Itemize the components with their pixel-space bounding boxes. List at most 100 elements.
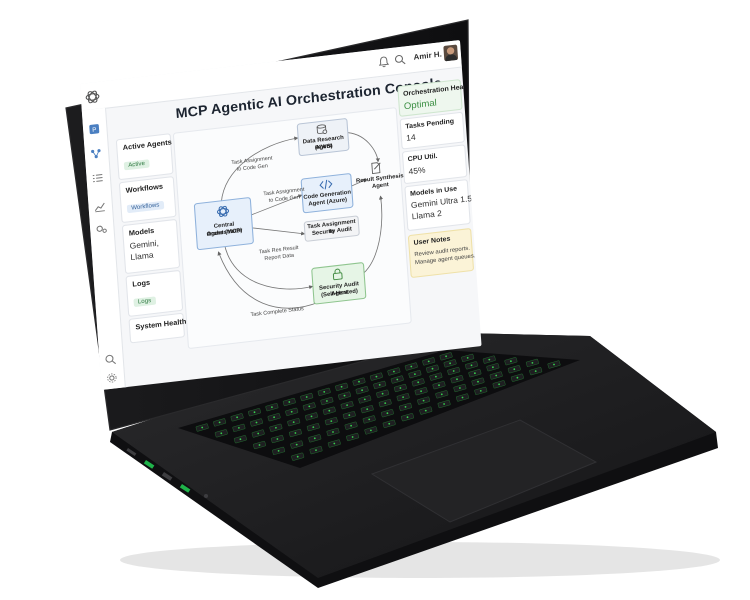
port-2 [161, 472, 173, 481]
key-backlight [363, 398, 366, 401]
node-central-orchestrator[interactable]: Central Orchestrator Agent (MCP) [193, 196, 255, 251]
health-value: Optimal [403, 97, 438, 112]
key-backlight [420, 390, 422, 393]
orchestration-diagram: Data Research Agent (KWS) Code Generatio… [172, 106, 412, 350]
list-icon[interactable] [92, 172, 104, 185]
card-label: Logs [132, 279, 151, 289]
key-backlight [440, 393, 443, 396]
database-icon [316, 124, 328, 135]
key-backlight [445, 355, 447, 358]
card-tasks-pending[interactable]: Tasks Pending 14 [399, 111, 466, 150]
key-backlight [312, 426, 315, 428]
workflow-icon[interactable] [90, 147, 102, 160]
key-backlight [326, 400, 328, 402]
key-backlight [474, 372, 476, 375]
badge-workflows: Workflows [126, 200, 164, 214]
key-backlight [370, 429, 372, 432]
key-backlight [238, 427, 240, 429]
badge-logs: Logs [133, 296, 156, 308]
trackpad [370, 419, 598, 523]
key-backlight [553, 363, 555, 366]
dashboard-icon[interactable]: P [88, 123, 100, 136]
card-active-agents[interactable]: Active Agents Active [115, 133, 174, 181]
port-1 [126, 448, 137, 456]
models-line-2: Llama [130, 250, 154, 263]
card-workflows[interactable]: Workflows Workflows [118, 175, 177, 224]
key-backlight [343, 394, 346, 397]
gear-icon[interactable] [106, 372, 118, 385]
status-badge-active: Active [123, 159, 150, 171]
key-backlight [346, 404, 348, 406]
openai-logo-icon [85, 90, 100, 104]
edge-orchestrator-data [220, 136, 299, 203]
card-logs[interactable]: Logs Logs [125, 269, 184, 317]
edge-audit-orchestrator [217, 251, 319, 309]
card-orchestration-health[interactable]: Orchestration Health Optimal [397, 79, 472, 117]
search-icon[interactable] [394, 54, 406, 67]
key-backlight [477, 380, 479, 383]
key-backlight [534, 370, 537, 372]
key-backlight [396, 378, 399, 381]
settings-cog-icon[interactable] [95, 223, 107, 236]
key-backlight [410, 365, 413, 368]
key-backlight [358, 380, 360, 383]
node-data-research-agent[interactable]: Data Research Agent (KWS) [296, 117, 350, 157]
audio-jack [204, 494, 208, 498]
port-usb-2 [179, 484, 191, 493]
key-backlight [459, 387, 461, 389]
key-backlight [402, 396, 404, 398]
node-code-generation-agent[interactable]: Code Generation Agent (Azure) [300, 172, 354, 214]
keyboard-keys [195, 352, 561, 461]
bell-icon[interactable] [378, 55, 390, 68]
card-label: Active Agents [122, 139, 173, 153]
key-backlight [257, 432, 260, 435]
key-backlight [239, 438, 242, 441]
key-backlight [332, 431, 334, 433]
key-backlight [273, 416, 275, 419]
search-icon[interactable] [104, 353, 117, 366]
user-name[interactable]: Amir H. [413, 49, 443, 62]
card-label: Workflows [125, 183, 164, 195]
key-backlight [470, 364, 473, 367]
avatar[interactable] [443, 44, 459, 62]
edge-data-synth [344, 132, 380, 163]
left-rail: P [81, 90, 126, 390]
key-backlight [296, 455, 299, 458]
code-icon [319, 179, 333, 190]
key-backlight [292, 421, 295, 423]
key-backlight [315, 449, 317, 451]
key-backlight [479, 390, 482, 392]
node-security-audit-agent[interactable]: Security Audit Agent (Self-Hosted) [311, 261, 367, 305]
key-backlight [406, 416, 409, 419]
openai-logo-icon [216, 205, 230, 217]
key-backlight [348, 414, 351, 416]
key-backlight [313, 437, 316, 440]
key-backlight [513, 368, 516, 371]
key-backlight [220, 432, 223, 435]
key-backlight [488, 358, 491, 361]
card-models-in-use[interactable]: Models in Use Gemini Ultra 1.5 Llama 2 [404, 178, 472, 232]
chart-icon[interactable] [94, 200, 106, 213]
edge-orchestrator-code [249, 194, 303, 216]
key-backlight [399, 387, 402, 389]
cpu-value: 45% [408, 165, 426, 177]
key-backlight [414, 373, 416, 375]
key-backlight [378, 384, 381, 386]
top-bar: Amir H. [79, 40, 462, 112]
key-backlight [443, 403, 445, 405]
card-models[interactable]: Models Gemini, Llama [121, 218, 181, 275]
key-backlight [438, 384, 440, 387]
key-backlight [351, 436, 354, 438]
card-system-health[interactable]: System Health [128, 312, 187, 344]
key-backlight [340, 385, 343, 388]
key-backlight [305, 396, 308, 398]
edge-orchestrator-audit [223, 243, 314, 290]
card-cpu-util[interactable]: CPU Util. 45% [401, 144, 468, 185]
card-label: User Notes [413, 235, 451, 247]
laptop-deck [112, 332, 716, 578]
models-line-1: Gemini, [129, 238, 160, 251]
key-backlight [350, 424, 352, 427]
card-user-notes[interactable]: User Notes Review audit reports. Manage … [407, 227, 476, 279]
key-backlight [431, 367, 434, 370]
